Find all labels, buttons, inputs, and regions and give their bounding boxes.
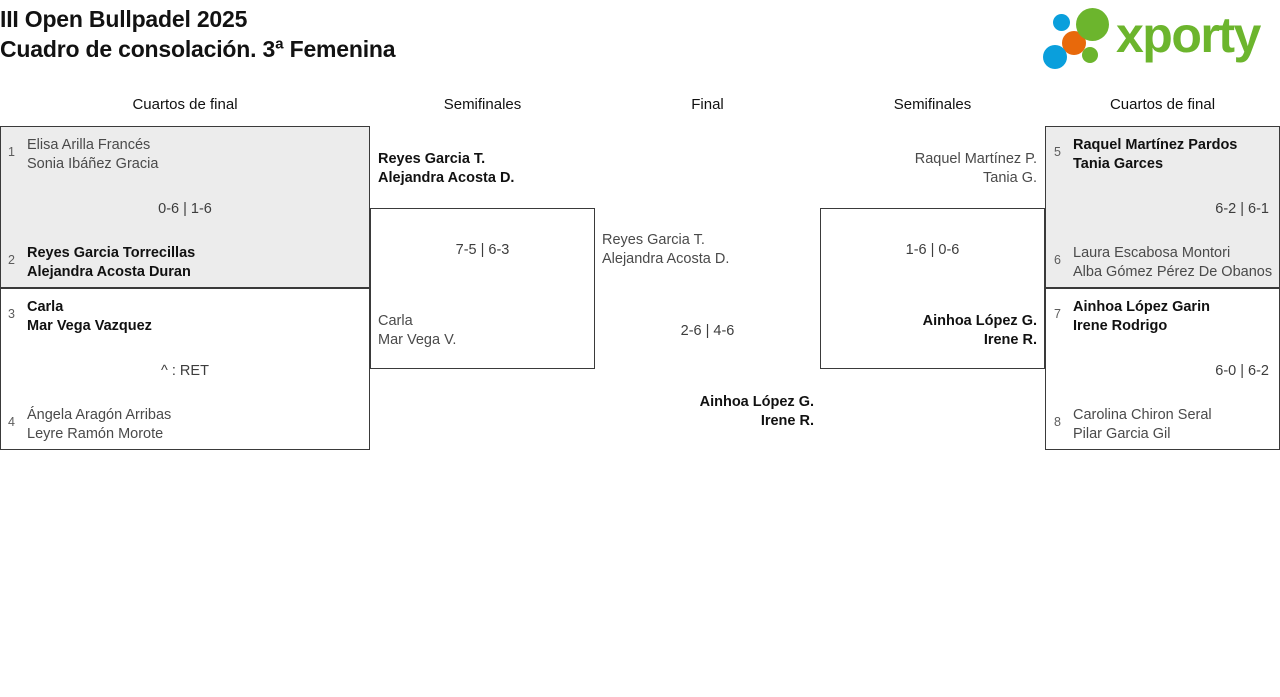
round-heading-semifinales-right: Semifinales: [893, 96, 972, 113]
team-qf-left-top-1[interactable]: 1 Elisa Arilla Francés Sonia Ibáñez Grac…: [0, 136, 360, 173]
team-qf-right-bottom-8[interactable]: 8 Carolina Chiron Seral Pilar Garcia Gil: [1045, 406, 1280, 443]
logo-wordmark: xporty: [1116, 7, 1261, 63]
tournament-name: III Open Bullpadel 2025: [0, 6, 248, 32]
team-sf-right-bottom[interactable]: Ainhoa López G. Irene R.: [822, 312, 1037, 349]
player-name: Carla: [27, 299, 64, 315]
player-name: Reyes Garcia Torrecillas: [27, 245, 196, 261]
seed-number: 6: [1054, 253, 1061, 267]
match-box-qf-left-bottom[interactable]: [0, 288, 370, 450]
match-box-sf-right[interactable]: [820, 208, 1045, 369]
round-heading-cuartos-right: Cuartos de final: [1109, 96, 1216, 113]
page-title: III Open Bullpadel 2025 Cuadro de consol…: [0, 0, 700, 64]
logo-dot-green-small: [1082, 47, 1098, 63]
match-box-sf-left[interactable]: [370, 208, 595, 369]
player-name: Tania Garces: [1073, 155, 1164, 172]
team-qf-left-bottom-4[interactable]: 4 Ángela Aragón Arribas Leyre Ramón Moro…: [0, 406, 360, 443]
team-qf-right-bottom-7[interactable]: 7 Ainhoa López Garin Irene Rodrigo: [1045, 298, 1280, 335]
team-qf-left-top-2[interactable]: 2 Reyes Garcia Torrecillas Alejandra Aco…: [0, 244, 360, 281]
score-sf-left: 7-5 | 6-3: [455, 242, 510, 258]
logo-dot-green-large: [1076, 8, 1109, 41]
tournament-subtitle: Cuadro de consolación. 3ª Femenina: [0, 36, 396, 62]
seed-number: 1: [8, 145, 15, 159]
player-name: Tania G.: [983, 169, 1037, 186]
player-name: Pilar Garcia Gil: [1073, 425, 1171, 442]
xporty-logo: xporty: [1042, 6, 1274, 69]
player-name: Reyes Garcia T.: [378, 151, 486, 167]
seed-number: 3: [8, 307, 15, 321]
score-qf-right-top: 6-2 | 6-1: [1215, 201, 1269, 217]
team-sf-left-top[interactable]: Reyes Garcia T. Alejandra Acosta D.: [378, 150, 593, 187]
logo-dot-blue-top: [1053, 14, 1070, 31]
player-name: Alejandra Acosta D.: [602, 250, 730, 267]
player-name: Alejandra Acosta D.: [378, 169, 515, 186]
round-heading-semifinales-left: Semifinales: [443, 96, 522, 113]
player-name: Alba Gómez Pérez De Obanos: [1073, 263, 1273, 280]
player-name: Irene R.: [983, 331, 1037, 348]
player-name: Alejandra Acosta Duran: [27, 263, 191, 280]
team-qf-right-top-6[interactable]: 6 Laura Escabosa Montori Alba Gómez Pére…: [1045, 244, 1280, 281]
player-name: Irene R.: [760, 412, 814, 429]
score-qf-left-bottom: ^ : RET: [161, 363, 209, 379]
player-name: Laura Escabosa Montori: [1073, 245, 1231, 261]
player-name: Raquel Martínez Pardos: [1073, 137, 1238, 153]
seed-number: 7: [1054, 307, 1061, 321]
player-name: Mar Vega Vazquez: [27, 317, 152, 334]
score-qf-left-top: 0-6 | 1-6: [158, 201, 212, 217]
score-qf-right-bottom: 6-0 | 6-2: [1215, 363, 1269, 379]
score-sf-right: 1-6 | 0-6: [905, 242, 960, 258]
player-name: Leyre Ramón Morote: [27, 425, 164, 442]
logo-dot-blue-bottom: [1043, 45, 1067, 69]
round-heading-final: Final: [691, 96, 724, 113]
team-final-top[interactable]: Reyes Garcia T. Alejandra Acosta D.: [602, 231, 817, 268]
team-sf-right-top[interactable]: Raquel Martínez P. Tania G.: [822, 150, 1037, 187]
team-qf-right-top-5[interactable]: 5 Raquel Martínez Pardos Tania Garces: [1045, 136, 1280, 173]
team-final-bottom[interactable]: Ainhoa López G. Irene R.: [599, 393, 814, 430]
seed-number: 2: [8, 253, 15, 267]
player-name: Ainhoa López G.: [922, 313, 1037, 329]
player-name: Carla: [378, 313, 413, 329]
team-qf-left-bottom-3[interactable]: 3 Carla Mar Vega Vazquez: [0, 298, 360, 335]
match-box-qf-left-top[interactable]: [0, 126, 370, 288]
seed-number: 5: [1054, 145, 1061, 159]
team-sf-left-bottom[interactable]: Carla Mar Vega V.: [378, 312, 593, 349]
player-name: Sonia Ibáñez Gracia: [27, 155, 159, 172]
player-name: Ángela Aragón Arribas: [27, 407, 172, 423]
player-name: Irene Rodrigo: [1073, 317, 1168, 334]
round-heading-cuartos-left: Cuartos de final: [132, 96, 238, 113]
score-final: 2-6 | 4-6: [680, 323, 735, 339]
player-name: Ainhoa López G.: [699, 394, 814, 410]
player-name: Reyes Garcia T.: [602, 232, 705, 248]
seed-number: 8: [1054, 415, 1061, 429]
player-name: Mar Vega V.: [378, 331, 457, 348]
player-name: Raquel Martínez P.: [914, 151, 1037, 167]
player-name: Carolina Chiron Seral: [1073, 407, 1212, 423]
seed-number: 4: [8, 415, 15, 429]
player-name: Ainhoa López Garin: [1073, 299, 1210, 315]
player-name: Elisa Arilla Francés: [27, 137, 151, 153]
match-box-qf-right-top[interactable]: [1045, 126, 1280, 288]
